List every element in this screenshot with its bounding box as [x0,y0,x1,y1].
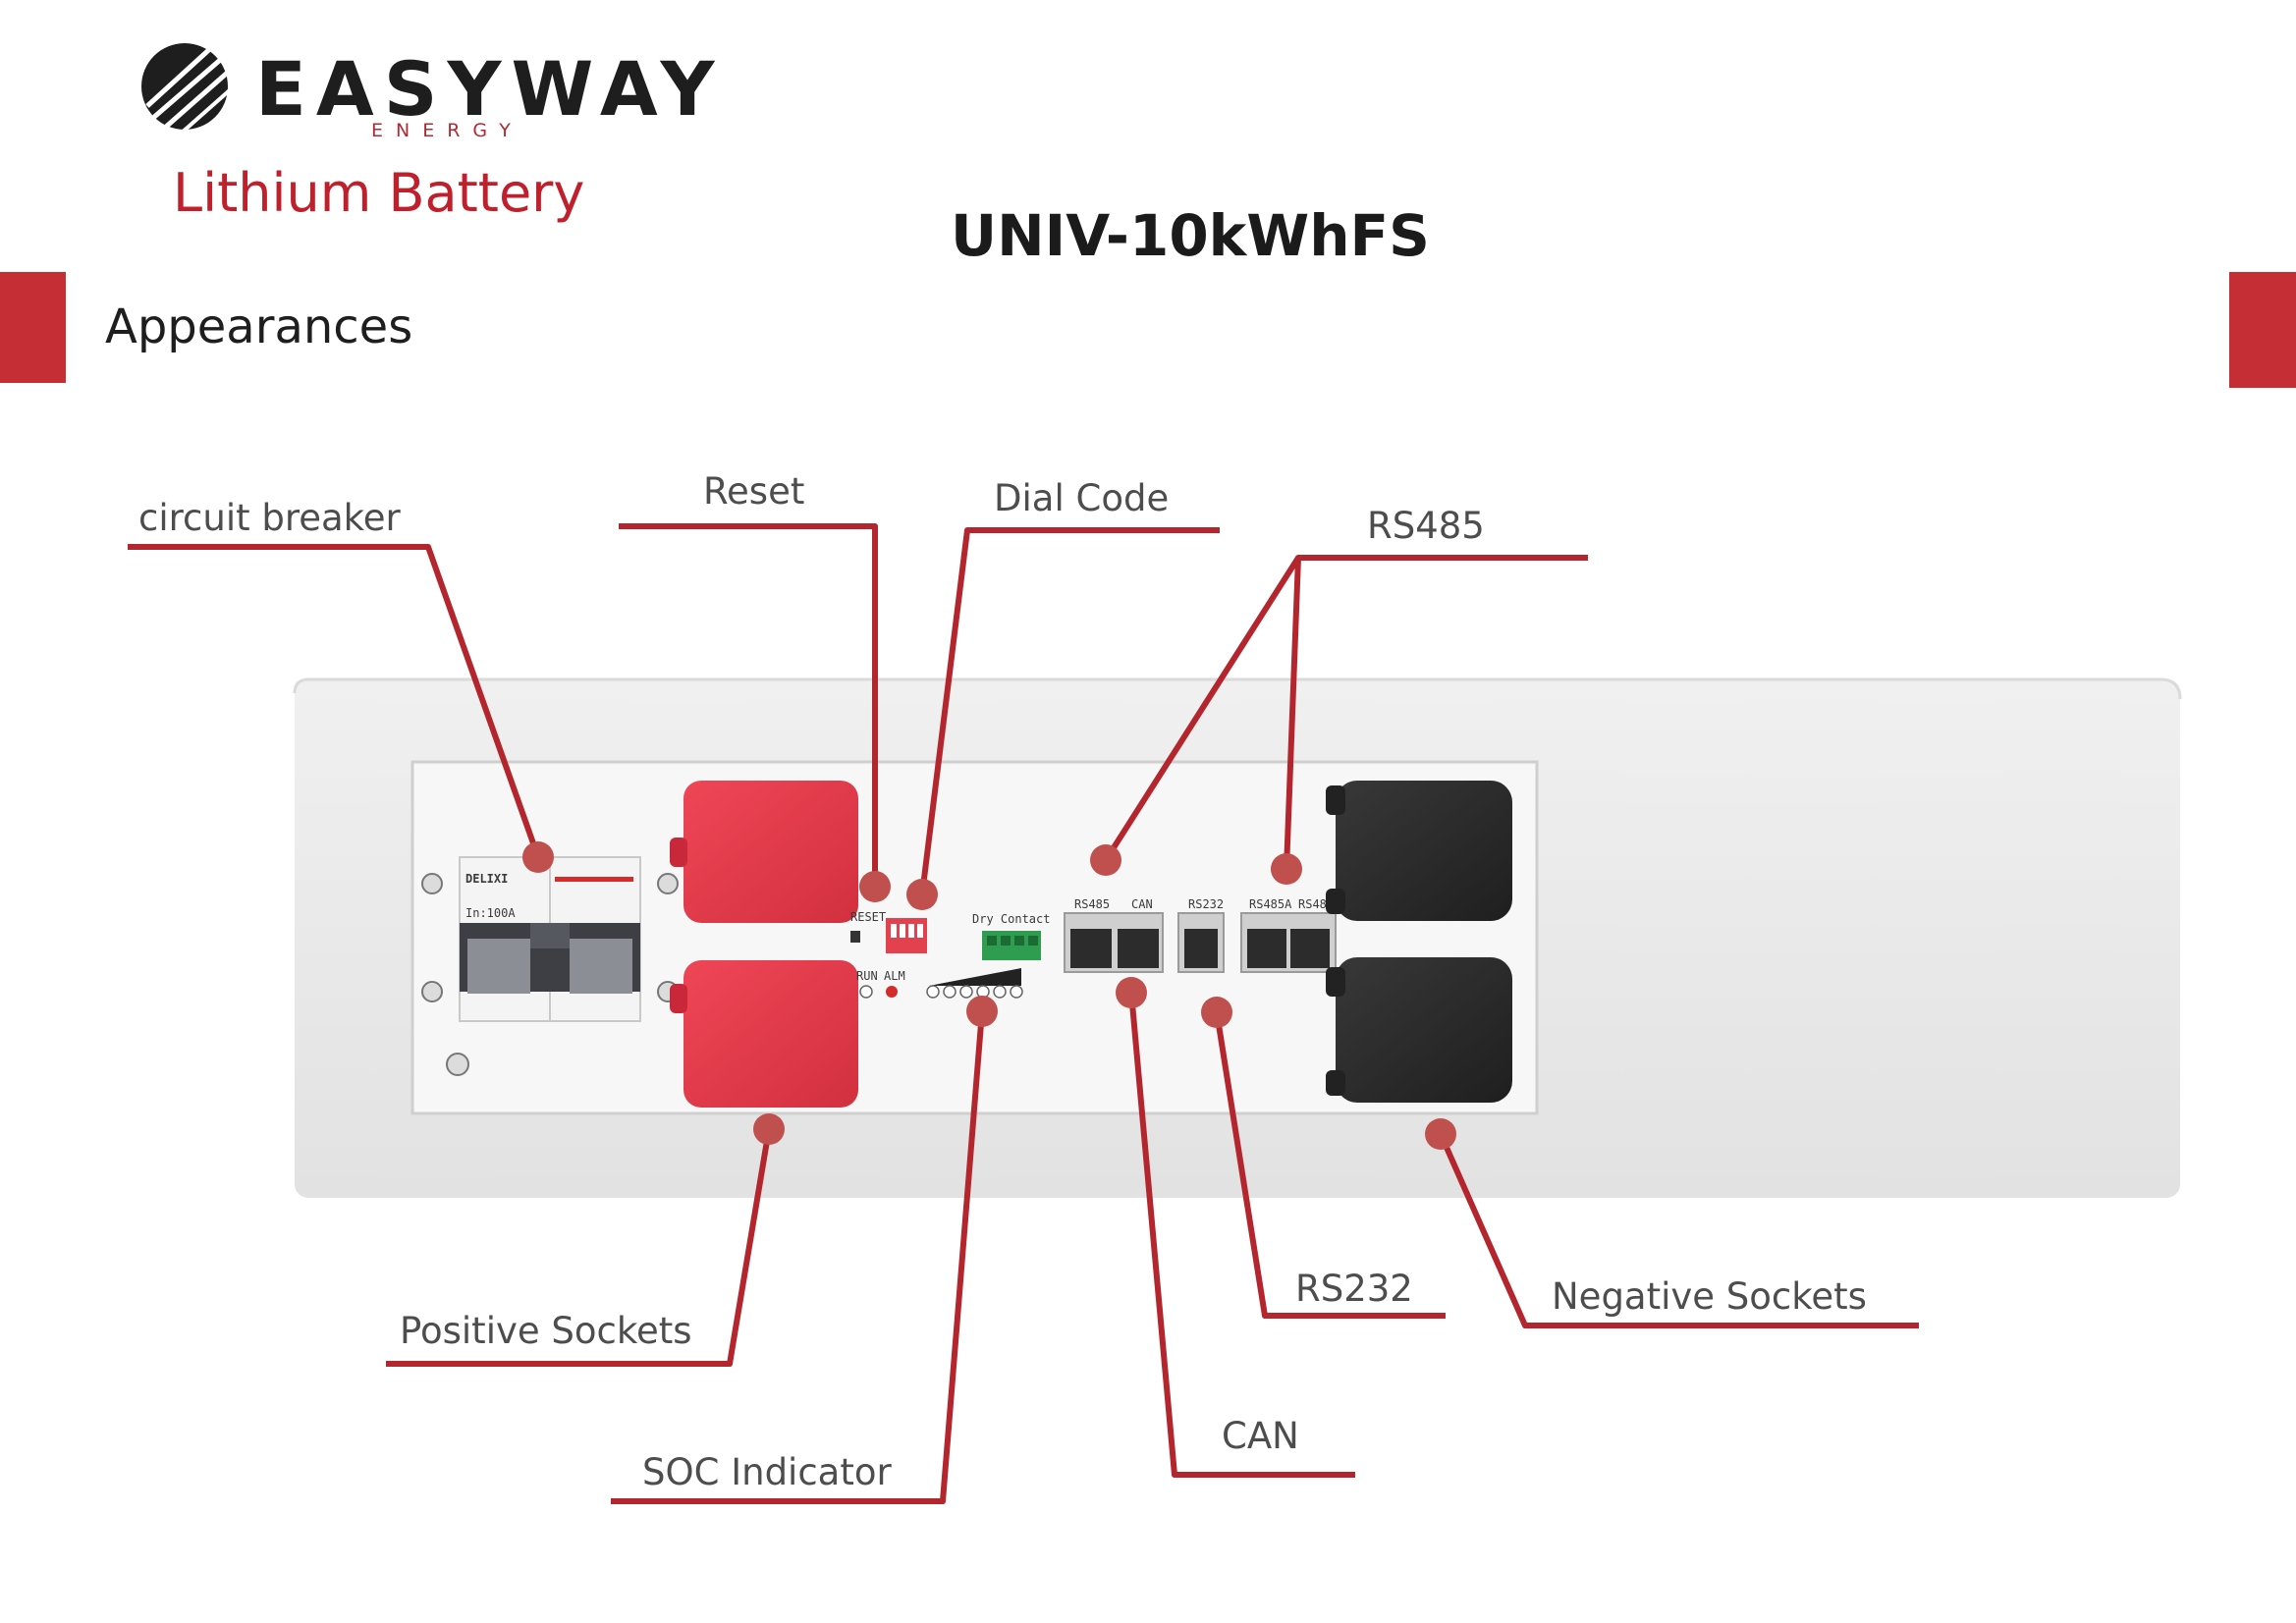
control-section: RESET RUN ALM Dry Contact [850,910,1050,999]
label-rs485: RS485 [1367,505,1485,547]
dot-can [1116,977,1147,1008]
brand-subtitle: ENERGY [371,120,523,141]
model-title: UNIV-10kWhFS [951,202,1430,269]
label-negative-sockets: Negative Sockets [1552,1275,1867,1318]
label-positive-sockets: Positive Sockets [400,1310,692,1352]
alm-print: ALM [884,969,905,983]
breaker-rating: In:100A [465,906,516,920]
leader-lines [128,523,1919,1504]
section-accent-left [0,272,66,383]
dot-dial-code [906,879,938,910]
positive-sockets [670,781,858,1108]
dry-contact-print: Dry Contact [972,912,1050,926]
port-rs485b-print: RS485 [1298,897,1334,911]
label-rs232: RS232 [1295,1268,1413,1310]
label-circuit-breaker: circuit breaker [138,497,402,539]
dot-soc-indicator [966,996,998,1027]
logo-mark-icon [141,43,234,135]
section-title: Appearances [105,299,413,354]
label-can: CAN [1222,1415,1299,1457]
breaker-brand: DELIXI [465,872,508,886]
dot-negative-sockets [1425,1118,1456,1150]
dot-circuit-breaker [522,841,554,873]
port-rs232-print: RS232 [1188,897,1224,911]
label-soc-indicator: SOC Indicator [642,1451,892,1493]
dot-rs232 [1201,997,1232,1028]
section-accent-right [2229,272,2296,388]
product-line: Lithium Battery [173,162,585,224]
dot-reset [859,871,891,902]
negative-sockets [1326,781,1512,1103]
brand-name: EASYWAY [255,45,725,133]
callout-dots [522,841,1456,1150]
comm-ports: RS485 CAN RS232 RS485A RS485 [1064,897,1337,973]
dot-rs485-a [1090,844,1121,876]
port-rs485-print: RS485 [1074,897,1110,911]
run-print: RUN [856,969,878,983]
port-rs485a-print: RS485A [1249,897,1292,911]
port-can-print: CAN [1131,897,1153,911]
label-dial-code: Dial Code [994,477,1169,519]
dot-rs485-b [1271,853,1302,885]
label-reset: Reset [703,470,804,513]
circuit-breaker: DELIXI In:100A [421,856,679,1076]
reset-print: RESET [850,910,886,924]
dot-positive-sockets [753,1113,785,1145]
